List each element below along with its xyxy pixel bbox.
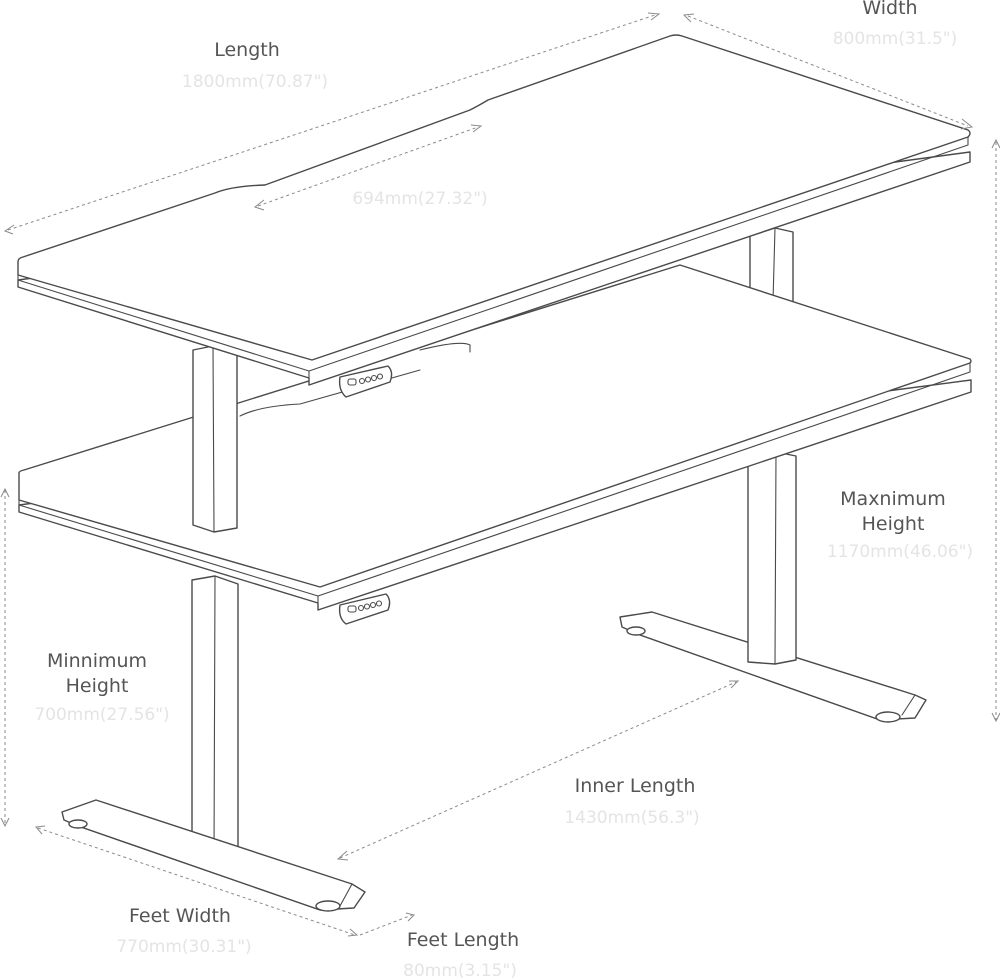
dimension-lines [0, 12, 1000, 937]
min-height-value: 700mm(27.56") [34, 705, 169, 725]
length-value: 1800mm(70.87") [182, 72, 328, 92]
width-title: Width [862, 0, 917, 19]
upper-desktop-top [17, 34, 971, 361]
min-height-title-line1: Minnimum [47, 650, 147, 672]
lower-desktop [18, 264, 972, 611]
max-height-title-line1: Maxnimum [840, 488, 946, 510]
inner-length-title: Inner Length [575, 775, 696, 797]
length-title: Length [214, 39, 280, 61]
feet-length-title: Feet Length [407, 929, 519, 951]
feet-width-title: Feet Width [129, 905, 231, 927]
rear-column-lower [747, 451, 797, 665]
lower-control-panel [338, 593, 391, 625]
front-column-upper [192, 345, 238, 533]
cutout-value: 694mm(27.32") [352, 189, 487, 209]
feet-width-value: 770mm(30.31") [116, 937, 251, 957]
upper-control-panel [338, 365, 393, 398]
front-foot [61, 799, 366, 911]
dimension-labels: Width 800mm(31.5") Length 1800mm(70.87")… [34, 0, 973, 980]
front-leg [61, 345, 366, 912]
max-height-title-line2: Height [862, 513, 925, 535]
max-height-value: 1170mm(46.06") [827, 542, 973, 562]
upper-desktop [17, 34, 971, 386]
inner-length-value: 1430mm(56.3") [564, 808, 699, 828]
width-value: 800mm(31.5") [833, 29, 958, 49]
feet-length-value: 80mm(3.15") [403, 961, 517, 980]
min-height-title-line2: Height [66, 675, 129, 697]
